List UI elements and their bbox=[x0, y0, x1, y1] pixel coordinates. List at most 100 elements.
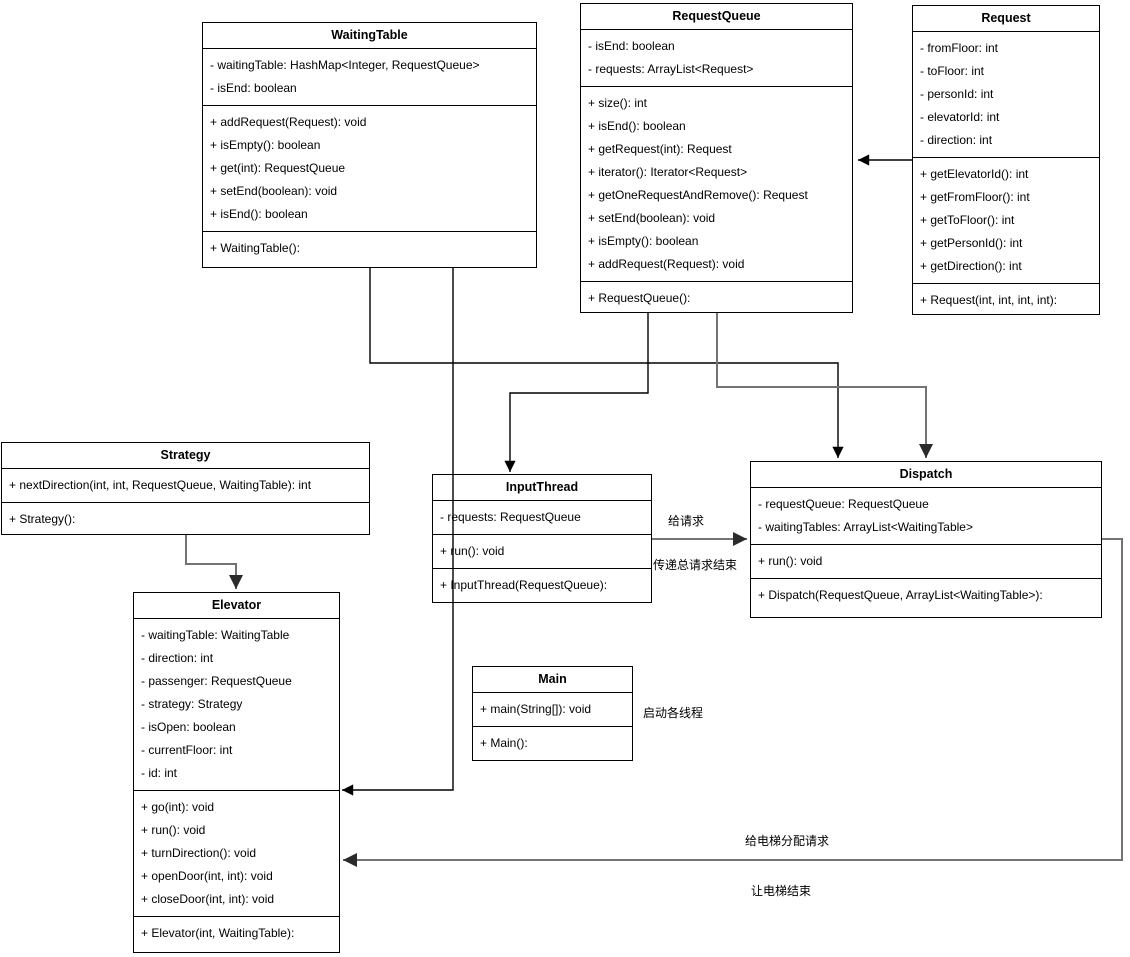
attribute: - direction: int bbox=[141, 651, 214, 665]
class-dispatch: Dispatch - requestQueue: RequestQueue - … bbox=[750, 461, 1102, 618]
edge-label-pass-total-request-end: 传递总请求结束 bbox=[653, 558, 738, 572]
method: + isEmpty(): boolean bbox=[210, 138, 321, 152]
class-elevator: Elevator - waitingTable: WaitingTable - … bbox=[133, 592, 340, 953]
method: + isEmpty(): boolean bbox=[588, 234, 699, 248]
method: + isEnd(): boolean bbox=[588, 119, 686, 133]
constructor: + Dispatch(RequestQueue, ArrayList<Waiti… bbox=[758, 588, 1043, 602]
methods-section: + size(): int + isEnd(): boolean + getRe… bbox=[581, 86, 852, 281]
methods-section: + run(): void bbox=[751, 544, 1101, 578]
class-title-dispatch: Dispatch bbox=[899, 467, 953, 481]
method: + getPersonId(): int bbox=[920, 236, 1023, 250]
edge-requestqueue-to-dispatch bbox=[716, 313, 933, 458]
method: + addRequest(Request): void bbox=[588, 257, 745, 271]
methods-section: + main(String[]): void bbox=[473, 692, 632, 726]
constructor-section: + Main(): bbox=[473, 726, 632, 760]
attribute: - isOpen: boolean bbox=[141, 720, 236, 734]
method: + openDoor(int, int): void bbox=[141, 869, 273, 883]
method: + run(): void bbox=[141, 823, 206, 837]
attribute: - elevatorId: int bbox=[920, 110, 1000, 124]
method: + setEnd(boolean): void bbox=[210, 184, 338, 198]
class-title-waiting-table: WaitingTable bbox=[331, 28, 408, 42]
attribute: - requests: RequestQueue bbox=[440, 510, 581, 524]
methods-section: + getElevatorId(): int + getFromFloor():… bbox=[913, 157, 1099, 283]
attribute: - isEnd: boolean bbox=[588, 39, 675, 53]
edge-label-assign-request-to-elevator: 给电梯分配请求 bbox=[745, 834, 830, 848]
constructor-section: + InputThread(RequestQueue): bbox=[433, 568, 651, 602]
class-title-elevator: Elevator bbox=[211, 598, 262, 612]
attributes-section: - waitingTable: HashMap<Integer, Request… bbox=[203, 48, 536, 105]
attribute: - strategy: Strategy bbox=[141, 697, 243, 711]
method: + main(String[]): void bbox=[480, 702, 592, 716]
method: + get(int): RequestQueue bbox=[210, 161, 346, 175]
attribute: - waitingTables: ArrayList<WaitingTable> bbox=[758, 520, 973, 534]
class-strategy: Strategy + nextDirection(int, int, Reque… bbox=[1, 442, 370, 535]
method: + run(): void bbox=[440, 544, 505, 558]
method: + getToFloor(): int bbox=[920, 213, 1015, 227]
method: + nextDirection(int, int, RequestQueue, … bbox=[9, 478, 312, 492]
method: + go(int): void bbox=[141, 800, 215, 814]
attributes-section: - requestQueue: RequestQueue - waitingTa… bbox=[751, 487, 1101, 544]
constructor-section: + Dispatch(RequestQueue, ArrayList<Waiti… bbox=[751, 578, 1101, 617]
attribute: - id: int bbox=[141, 766, 178, 780]
constructor-section: + Request(int, int, int, int): bbox=[913, 283, 1099, 314]
edge-requestqueue-to-inputthread bbox=[504, 313, 649, 472]
class-waiting-table: WaitingTable - waitingTable: HashMap<Int… bbox=[202, 22, 537, 268]
class-title-input-thread: InputThread bbox=[505, 480, 579, 494]
class-title-request-queue: RequestQueue bbox=[672, 9, 761, 23]
methods-section: + go(int): void + run(): void + turnDire… bbox=[134, 790, 339, 916]
method: + getOneRequestAndRemove(): Request bbox=[588, 188, 808, 202]
class-request-queue: RequestQueue - isEnd: boolean - requests… bbox=[580, 3, 853, 313]
constructor: + InputThread(RequestQueue): bbox=[440, 578, 608, 592]
constructor: + Request(int, int, int, int): bbox=[920, 293, 1058, 307]
attribute: - fromFloor: int bbox=[920, 41, 999, 55]
attribute: - toFloor: int bbox=[920, 64, 985, 78]
edge-strategy-to-elevator bbox=[185, 535, 243, 589]
method: + closeDoor(int, int): void bbox=[141, 892, 275, 906]
edge-label-start-threads: 启动各线程 bbox=[643, 706, 704, 720]
attribute: - waitingTable: HashMap<Integer, Request… bbox=[210, 58, 480, 72]
attributes-section: - requests: RequestQueue bbox=[433, 500, 651, 534]
class-title-request: Request bbox=[981, 11, 1031, 25]
constructor: + Elevator(int, WaitingTable): bbox=[141, 926, 295, 940]
constructor-section: + RequestQueue(): bbox=[581, 281, 852, 312]
attribute: - requestQueue: RequestQueue bbox=[758, 497, 929, 511]
constructor-section: + Strategy(): bbox=[2, 502, 369, 534]
methods-section: + run(): void bbox=[433, 534, 651, 568]
attribute: - passenger: RequestQueue bbox=[141, 674, 292, 688]
attribute: - direction: int bbox=[920, 133, 993, 147]
attribute: - waitingTable: WaitingTable bbox=[141, 628, 290, 642]
attribute: - personId: int bbox=[920, 87, 994, 101]
attributes-section: - isEnd: boolean - requests: ArrayList<R… bbox=[581, 29, 852, 86]
class-request: Request - fromFloor: int - toFloor: int … bbox=[912, 5, 1100, 315]
class-title-strategy: Strategy bbox=[160, 448, 211, 462]
class-title-main: Main bbox=[538, 672, 567, 686]
method: + getDirection(): int bbox=[920, 259, 1022, 273]
method: + getRequest(int): Request bbox=[588, 142, 732, 156]
constructor: + Main(): bbox=[480, 736, 528, 750]
constructor-section: + WaitingTable(): bbox=[203, 231, 536, 267]
constructor-section: + Elevator(int, WaitingTable): bbox=[134, 916, 339, 952]
method: + getElevatorId(): int bbox=[920, 167, 1029, 181]
method: + getFromFloor(): int bbox=[920, 190, 1030, 204]
attribute: - requests: ArrayList<Request> bbox=[588, 62, 754, 76]
class-input-thread: InputThread - requests: RequestQueue + r… bbox=[432, 474, 652, 603]
method: + setEnd(boolean): void bbox=[588, 211, 716, 225]
constructor: + RequestQueue(): bbox=[588, 291, 691, 305]
method: + turnDirection(): void bbox=[141, 846, 257, 860]
methods-section: + nextDirection(int, int, RequestQueue, … bbox=[2, 468, 369, 502]
method: + isEnd(): boolean bbox=[210, 207, 308, 221]
attributes-section: - waitingTable: WaitingTable - direction… bbox=[134, 618, 339, 790]
method: + addRequest(Request): void bbox=[210, 115, 367, 129]
method: + size(): int bbox=[588, 96, 648, 110]
edge-label-give-request: 给请求 bbox=[668, 514, 705, 528]
edge-label-let-elevator-end: 让电梯结束 bbox=[751, 884, 812, 898]
attribute: - isEnd: boolean bbox=[210, 81, 297, 95]
method: + run(): void bbox=[758, 554, 823, 568]
methods-section: + addRequest(Request): void + isEmpty():… bbox=[203, 105, 536, 231]
attribute: - currentFloor: int bbox=[141, 743, 233, 757]
class-main: Main + main(String[]): void + Main(): bbox=[472, 666, 633, 761]
constructor: + WaitingTable(): bbox=[210, 241, 300, 255]
method: + iterator(): Iterator<Request> bbox=[588, 165, 748, 179]
attributes-section: - fromFloor: int - toFloor: int - person… bbox=[913, 31, 1099, 157]
